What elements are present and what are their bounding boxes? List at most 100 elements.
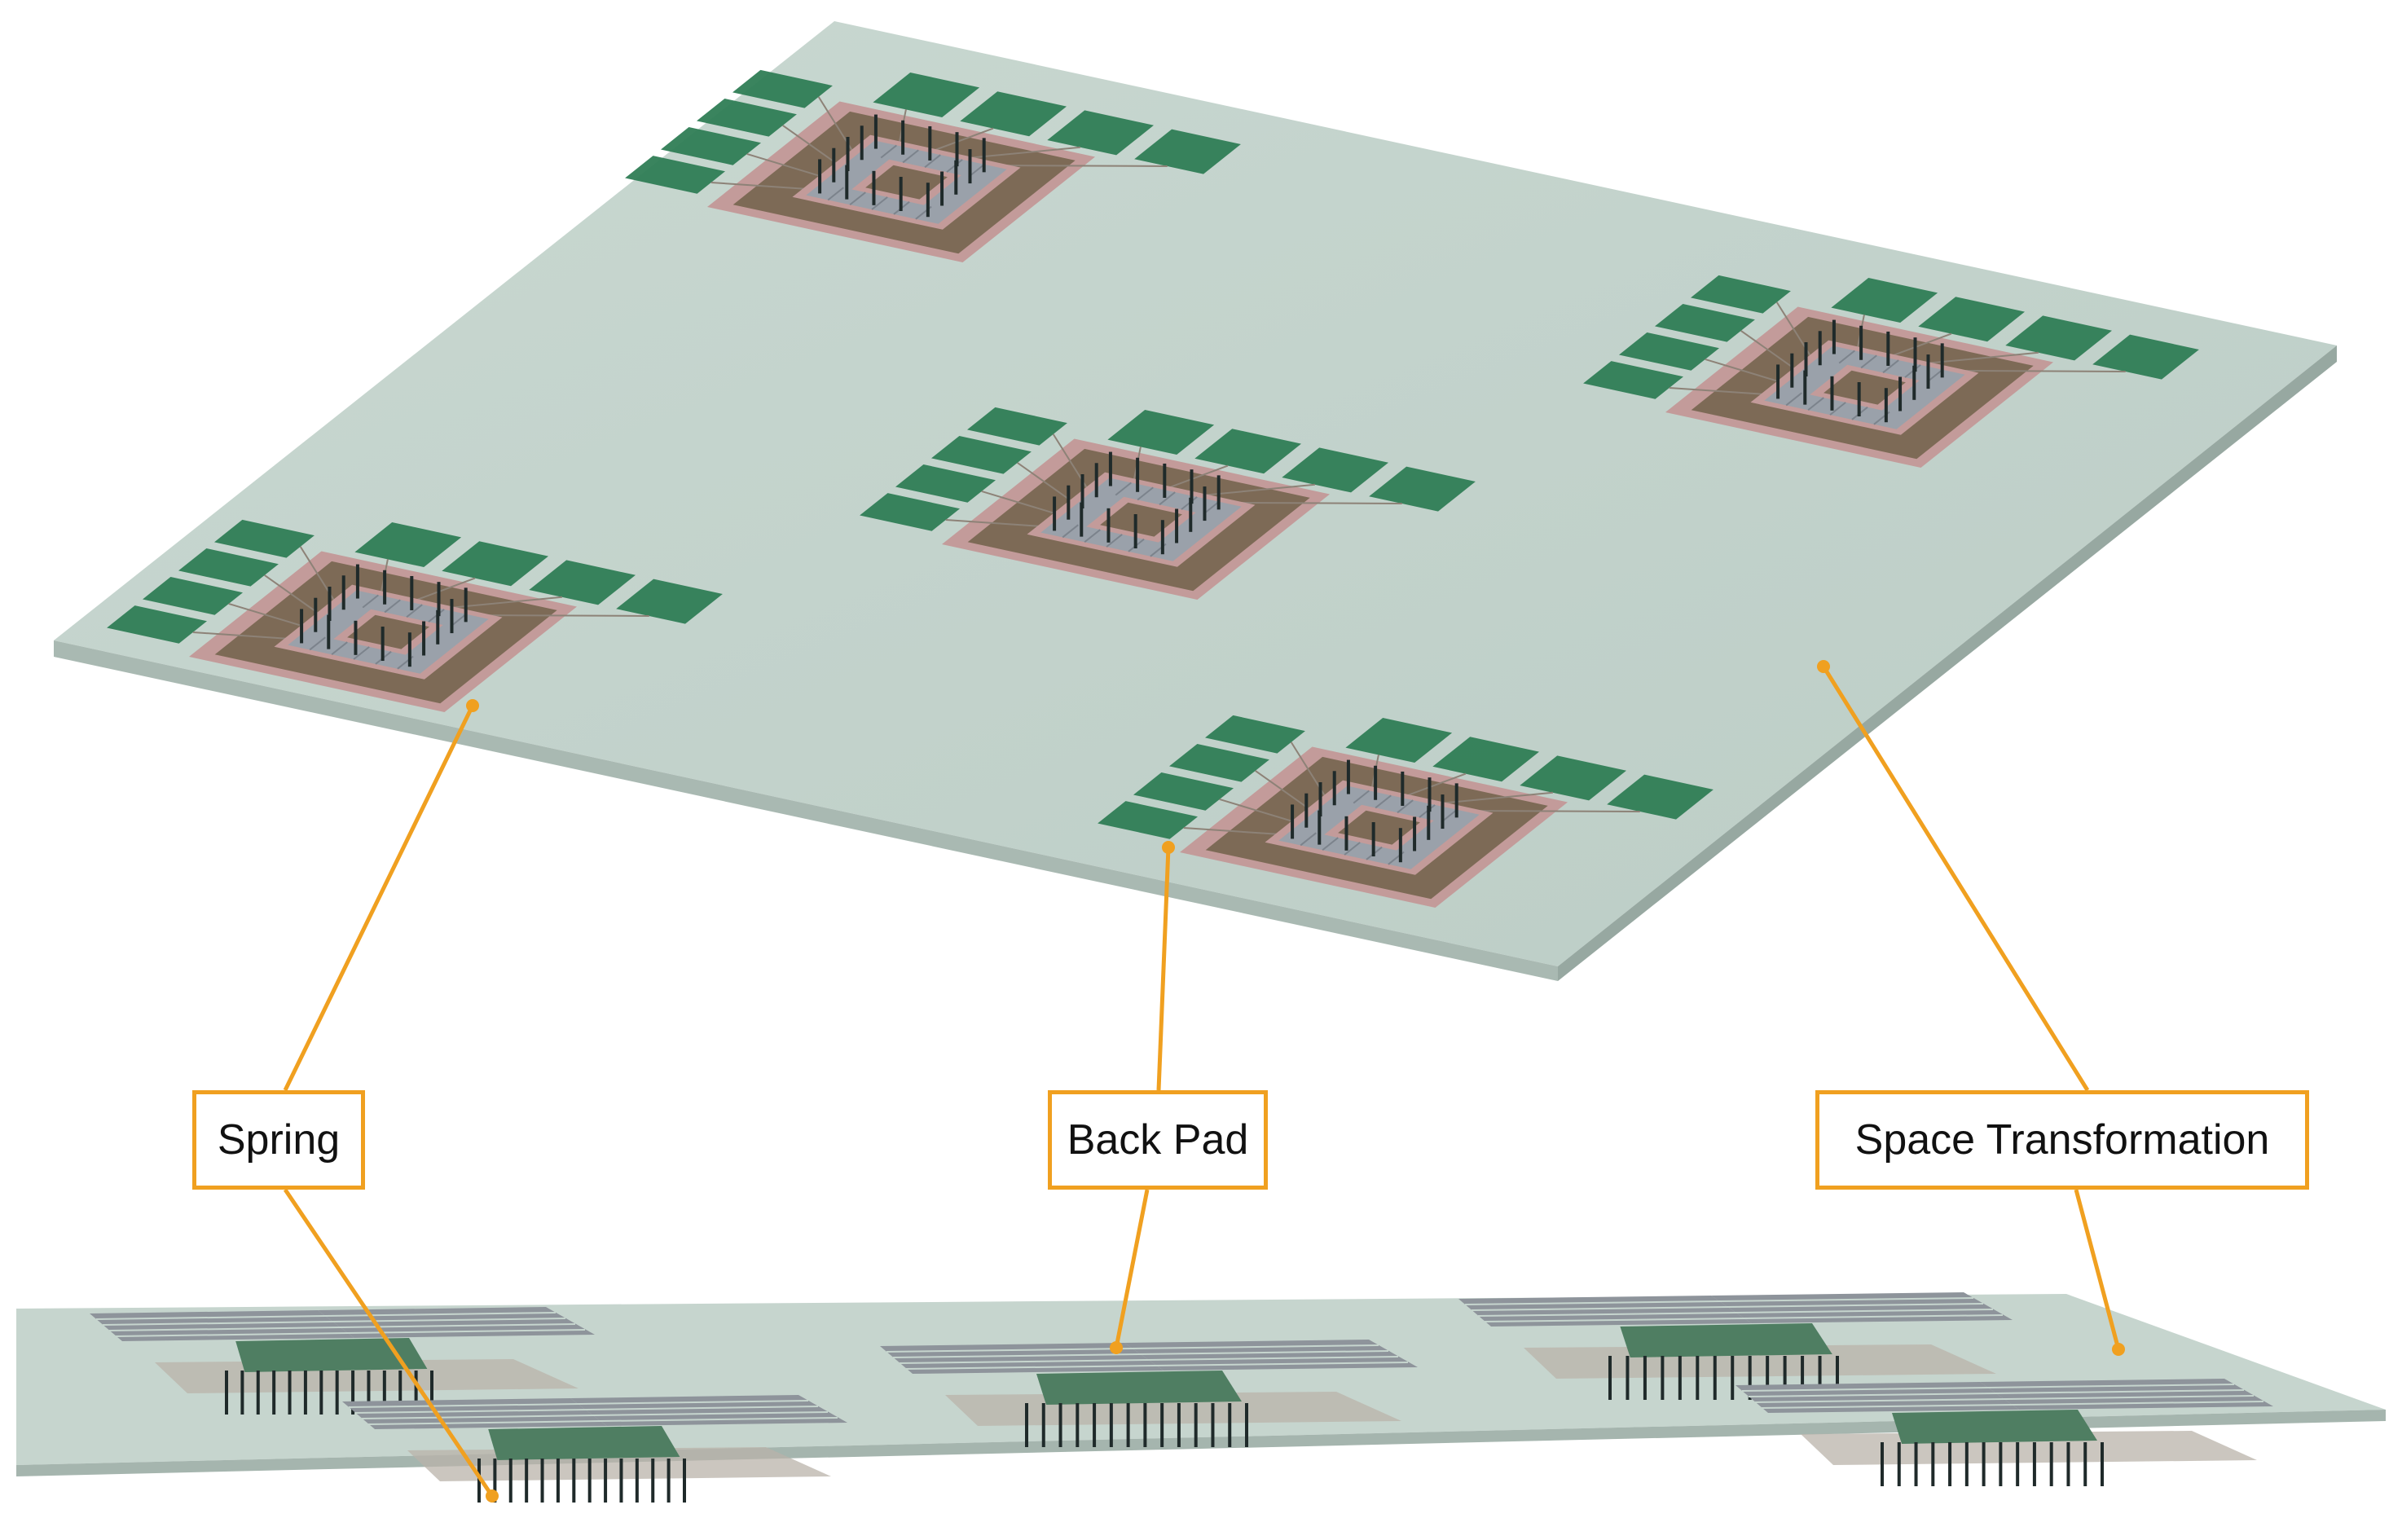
leader-dot-space-bottom (2112, 1343, 2125, 1356)
leader-space-upper (1821, 665, 2090, 1092)
trace (1669, 387, 1765, 395)
spring-label: Spring (192, 1090, 365, 1190)
trace (1219, 799, 1295, 823)
back-pad (1133, 772, 1234, 811)
trace (1461, 809, 1640, 812)
grid-line (1785, 392, 1802, 407)
back-pad (1098, 801, 1198, 839)
leader-dot-spring-top (466, 699, 479, 712)
grid-line (1106, 534, 1123, 548)
grid-line (1062, 524, 1079, 539)
back-pad (2092, 334, 2199, 380)
leader-dots (466, 660, 2125, 1503)
back-pad (616, 579, 723, 624)
grid-line (1882, 359, 1899, 374)
back-pad (1432, 737, 1539, 782)
back-pad (931, 436, 1032, 474)
die-edge (235, 1338, 428, 1372)
strip-gap (108, 1323, 576, 1331)
trace (928, 127, 994, 153)
strip-gap (1471, 1303, 1984, 1311)
leader-backpad-lower (1114, 1189, 1150, 1349)
strip-gap (1754, 1395, 2255, 1403)
trace (1223, 501, 1402, 504)
grid-line (1829, 402, 1846, 416)
bottom-module-4 (1458, 1292, 2013, 1400)
trace (1193, 483, 1315, 497)
board-top-edge-right (1558, 345, 2337, 981)
grid-line (880, 144, 897, 159)
strip-gap (892, 1350, 1389, 1358)
grid-line (1159, 491, 1176, 506)
die-edge (488, 1426, 680, 1460)
back-pad (143, 577, 243, 615)
strip-gap (1477, 1309, 1994, 1317)
grid-line (1838, 350, 1855, 364)
die-clusters (107, 69, 2199, 908)
bottom-module-2 (342, 1395, 847, 1503)
strip-gap (115, 1329, 586, 1337)
trace (1431, 791, 1553, 805)
back-pad (1583, 361, 1683, 399)
trace (1916, 351, 2039, 365)
back-pad (1194, 429, 1301, 474)
trace (440, 596, 562, 609)
trace (958, 146, 1080, 160)
leader-space-lower (2074, 1189, 2121, 1350)
back-pad (354, 522, 462, 567)
trace (192, 631, 288, 640)
grid-line (362, 594, 379, 609)
grid-line (1353, 790, 1370, 804)
grid-line (1807, 397, 1824, 411)
strip-gap (1484, 1314, 2004, 1322)
trace (988, 164, 1168, 167)
trace (1401, 772, 1467, 799)
grid-line (309, 636, 326, 651)
trace (1017, 462, 1073, 503)
back-pad (860, 493, 960, 531)
trace (1740, 330, 1797, 371)
back-pad (529, 560, 636, 605)
back-pad (1047, 110, 1154, 156)
grid-line (331, 641, 348, 656)
die-cluster-2 (860, 407, 1476, 600)
die-edge (1620, 1323, 1832, 1357)
trace (470, 614, 649, 617)
strip-gap (1748, 1389, 2245, 1397)
grid-line (1300, 832, 1317, 847)
back-pad (895, 464, 996, 503)
trace (710, 182, 807, 190)
back-pad (661, 127, 761, 165)
trace (782, 125, 838, 165)
leader-spring-lower (283, 1188, 495, 1498)
back-pad (1169, 744, 1269, 782)
strip-gap (95, 1312, 557, 1320)
back-pad (873, 73, 980, 117)
trace (981, 491, 1057, 515)
space-transformation-label: Space Transformation (1815, 1090, 2309, 1190)
die-edge (1036, 1371, 1242, 1405)
back-pad (442, 541, 548, 587)
trace (1255, 770, 1311, 811)
leader-dot-backpad-top (1162, 841, 1175, 854)
strip-gap (354, 1406, 819, 1414)
grid-line (1860, 354, 1877, 369)
grid-line (1137, 486, 1154, 501)
grid-line (406, 604, 423, 618)
back-pad (1831, 278, 1938, 323)
grid-line (924, 154, 941, 169)
die-edge (1892, 1410, 2097, 1444)
trace (1886, 332, 1952, 359)
trace (1947, 369, 2126, 372)
strip-gap (1741, 1384, 2235, 1392)
back-pad (1655, 304, 1755, 342)
grid-line (871, 196, 888, 210)
back-pad (107, 605, 207, 644)
grid-line (849, 191, 866, 206)
back-pad (1282, 447, 1388, 493)
leader-dot-spring-bottom (486, 1489, 499, 1503)
trace (1183, 827, 1279, 835)
bottom-module-5 (1736, 1379, 2273, 1486)
grid-line (1344, 842, 1361, 856)
